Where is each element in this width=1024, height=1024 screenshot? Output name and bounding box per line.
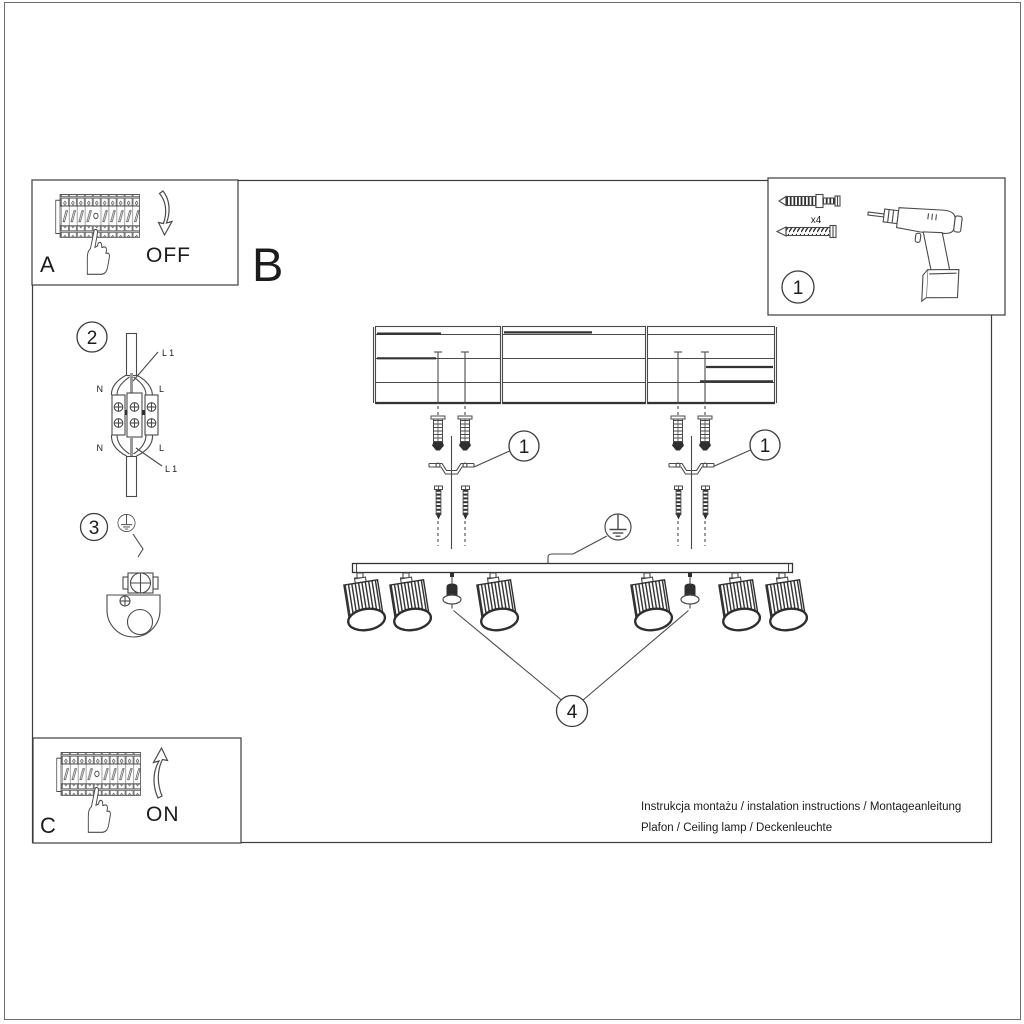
spotlight-icon bbox=[762, 571, 810, 634]
panel-1-number: 1 bbox=[793, 278, 804, 299]
wall-plug-icon bbox=[457, 415, 473, 451]
terminal-l-top: L bbox=[159, 384, 164, 394]
panel-power-on: ON C bbox=[32, 737, 242, 844]
screw-icon bbox=[775, 224, 837, 239]
wire-label-l1-bottom: L 1 bbox=[165, 464, 177, 474]
panel-a-label: A bbox=[40, 252, 55, 277]
page-border bbox=[4, 2, 1021, 1020]
mounting-screw-icon bbox=[461, 485, 470, 520]
spotlight-icon bbox=[340, 571, 388, 634]
arrow-down-icon bbox=[157, 190, 174, 237]
wall-plug-with-screw-icon bbox=[777, 193, 841, 209]
spotlight-icon bbox=[386, 571, 434, 634]
ground-clamp-diagram: 3 bbox=[79, 512, 161, 638]
footer-instructions-line: Instrukcja montażu / instalation instruc… bbox=[641, 801, 961, 813]
ceiling-boards-illustration bbox=[372, 325, 778, 405]
terminal-l-bottom: L bbox=[159, 443, 164, 453]
spotlight-icon bbox=[473, 571, 521, 634]
spotlight-icon bbox=[627, 571, 675, 634]
power-on-text: ON bbox=[146, 803, 180, 826]
wiring-diagram: 2 L 1 N L bbox=[76, 321, 177, 498]
drill-icon bbox=[867, 207, 963, 303]
wire-label-l1-top: L 1 bbox=[162, 348, 174, 358]
callout-4: 4 bbox=[567, 702, 578, 723]
spotlight-icon bbox=[715, 571, 763, 634]
power-off-text: OFF bbox=[146, 244, 191, 267]
panel-tools: x4 1 bbox=[767, 177, 1006, 316]
callout-covers: 4 bbox=[453, 610, 689, 728]
terminal-n-bottom: N bbox=[97, 443, 104, 453]
step-3-number: 3 bbox=[89, 518, 100, 539]
callout-1-left: 1 bbox=[519, 437, 530, 458]
terminal-n-top: N bbox=[97, 384, 104, 394]
mount-hardware-left bbox=[428, 406, 475, 549]
mounting-screw-icon bbox=[674, 485, 683, 520]
wall-plug-icon bbox=[430, 415, 446, 451]
mount-hardware-right bbox=[668, 406, 715, 549]
mounting-bracket-icon bbox=[668, 462, 715, 475]
mounting-screw-icon bbox=[701, 485, 710, 520]
mounting-screw-icon bbox=[434, 485, 443, 520]
callout-1-right: 1 bbox=[760, 436, 771, 457]
ground-symbol-icon bbox=[117, 513, 136, 533]
arrow-up-icon bbox=[152, 746, 169, 799]
section-b-frame bbox=[31, 179, 993, 844]
cover-cap-icon bbox=[442, 571, 462, 610]
step-2-number: 2 bbox=[87, 328, 98, 349]
dowel-quantity-label: x4 bbox=[811, 215, 822, 226]
footer-product-line: Plafon / Ceiling lamp / Deckenleuchte bbox=[641, 822, 832, 834]
section-b-label: B bbox=[252, 238, 283, 291]
wall-plug-icon bbox=[697, 415, 713, 451]
wall-plug-icon bbox=[670, 415, 686, 451]
ground-connection bbox=[547, 513, 632, 564]
callout-mount-right: 1 bbox=[714, 429, 781, 467]
panel-power-off: OFF A bbox=[31, 179, 239, 286]
ground-symbol-icon bbox=[604, 513, 632, 541]
cover-cap-icon bbox=[680, 571, 700, 610]
callout-mount-left: 1 bbox=[473, 430, 540, 468]
mounting-bracket-icon bbox=[428, 462, 475, 475]
panel-c-label: C bbox=[40, 813, 56, 838]
lamp-bar-illustration bbox=[351, 562, 794, 574]
